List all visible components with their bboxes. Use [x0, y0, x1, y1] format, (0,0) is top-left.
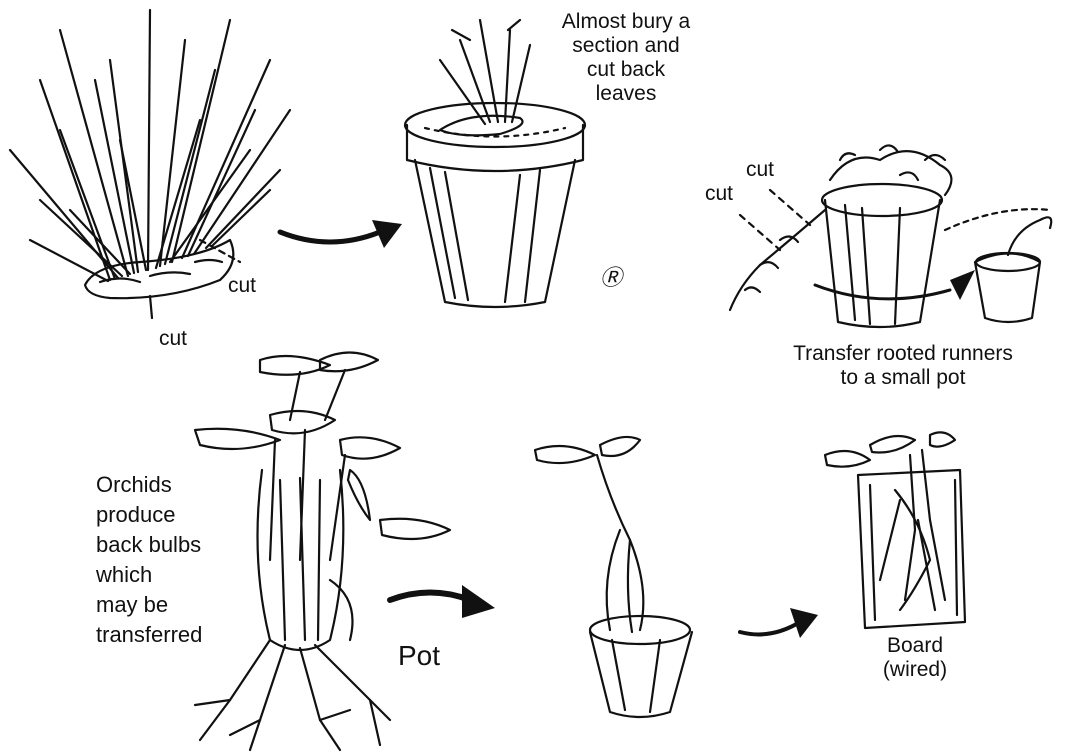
crown-clump-illustration — [10, 10, 290, 318]
cut-label-crown-right: cut — [228, 274, 256, 298]
bury-section-note: Almost bury a section and cut back leave… — [556, 10, 696, 106]
orchid-back-bulbs-note: Orchids produce back bulbs which may be … — [96, 470, 202, 650]
orchid-note-line-4: which — [96, 560, 202, 590]
arrow-to-board — [740, 608, 818, 638]
board-note-line-1: Board — [860, 634, 970, 658]
orchid-note-line-6: transferred — [96, 620, 202, 650]
bury-note-line-1: Almost bury a — [556, 10, 696, 34]
cut-label-runner-1: cut — [746, 158, 774, 182]
bury-note-line-3: cut back — [556, 58, 696, 82]
runner-plant-illustration — [730, 145, 1051, 327]
board-note-line-2: (wired) — [860, 658, 970, 682]
orchid-note-line-3: back bulbs — [96, 530, 202, 560]
board-wired-note: Board (wired) — [860, 634, 970, 682]
transfer-note-line-2: to a small pot — [758, 366, 1048, 390]
arrow-to-small-pot — [390, 585, 495, 618]
potted-back-bulb-illustration — [535, 437, 692, 717]
orchid-note-line-1: Orchids — [96, 470, 202, 500]
board-mounted-plant-illustration — [825, 432, 965, 628]
pot-label: Pot — [398, 640, 440, 672]
bury-note-line-4: leaves — [556, 82, 696, 106]
cut-label-crown-bottom: cut — [159, 327, 187, 351]
svg-text:Ⓡ: Ⓡ — [600, 265, 625, 290]
transfer-note-line-1: Transfer rooted runners — [758, 342, 1048, 366]
transfer-runners-note: Transfer rooted runners to a small pot — [758, 342, 1048, 390]
orchid-note-line-2: produce — [96, 500, 202, 530]
bury-note-line-2: section and — [556, 34, 696, 58]
cut-label-runner-2: cut — [705, 182, 733, 206]
orchid-note-line-5: may be — [96, 590, 202, 620]
arrow-to-pot — [280, 220, 402, 248]
orchid-back-bulbs-illustration — [195, 353, 450, 751]
